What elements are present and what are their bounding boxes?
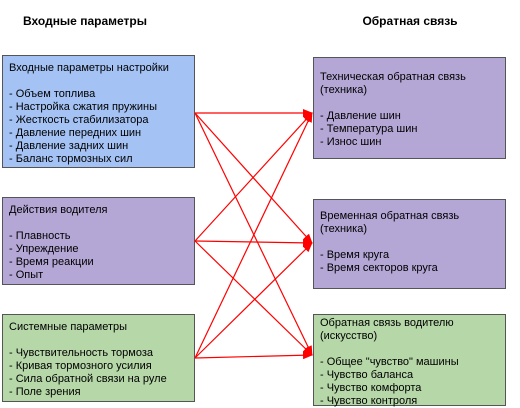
box-title: Системные параметры [9, 321, 128, 333]
time-feedback-box: Временная обратная связь (техника) - Вре… [313, 199, 506, 289]
feedback-header: Обратная связь [362, 14, 458, 28]
arrow-actions-to-driver [194, 240, 313, 356]
inputs-header: Входные параметры [23, 14, 147, 28]
input-settings-box: Входные параметры настройки - Объем топл… [2, 55, 195, 168]
box-title: Входные параметры настройки [9, 62, 169, 74]
box-title: Действия водителя [9, 204, 108, 216]
list-item: - Время реакции [9, 256, 94, 268]
list-item: - Время секторов круга [320, 262, 438, 274]
list-item: - Чувствительность тормоза [9, 347, 153, 359]
driver-feedback-box: Обратная связь водителю (искусство) - Об… [313, 314, 506, 408]
list-item: - Кривая тормозного усилия [9, 360, 152, 372]
list-item: - Чувство контроля [320, 395, 418, 407]
list-item: - Жесткость стабилизатора [9, 114, 149, 126]
list-item: - Температура шин [320, 123, 418, 135]
box-list: - Общее "чувство" машины - Чувство балан… [320, 356, 499, 408]
arrow-system-to-technical [194, 112, 313, 359]
system-params-box: Системные параметры - Чувствительность т… [2, 314, 195, 402]
list-item: - Сила обратной связи на руле [9, 373, 167, 385]
box-title: Временная обратная связь (техника) [320, 210, 460, 235]
list-item: - Объем топлива [9, 88, 96, 100]
list-item: - Упреждение [9, 243, 79, 255]
list-item: - Чувство баланса [320, 369, 414, 381]
box-title: Обратная связь водителю (искусство) [320, 317, 454, 342]
list-item: - Настройка сжатия пружины [9, 101, 158, 113]
arrow-system-to-time [194, 242, 313, 359]
arrow-settings-to-driver [194, 112, 313, 356]
list-item: - Баланс тормозных сил [9, 153, 133, 165]
list-item: - Опыт [9, 269, 44, 281]
technical-feedback-box: Техническая обратная связь (техника) - Д… [313, 57, 506, 159]
list-item: - Чувство комфорта [320, 382, 422, 394]
box-title: Техническая обратная связь (техника) [320, 71, 466, 96]
list-item: - Давление задних шин [9, 140, 129, 152]
list-item: - Плавность [9, 230, 71, 242]
box-list: - Время круга - Время секторов круга [320, 249, 499, 275]
box-list: - Чувствительность тормоза - Кривая торм… [9, 347, 188, 399]
list-item: - Поле зрения [9, 386, 81, 398]
list-item: - Износ шин [320, 136, 382, 148]
driver-actions-box: Действия водителя - Плавность - Упрежден… [2, 197, 195, 285]
box-list: - Плавность - Упреждение - Время реакции… [9, 230, 188, 282]
arrow-actions-to-technical [194, 112, 313, 242]
box-list: - Объем топлива - Настройка сжатия пружи… [9, 88, 188, 166]
arrow-system-to-driver [194, 351, 313, 360]
arrow-actions-to-time [194, 238, 313, 247]
list-item: - Давление передних шин [9, 127, 142, 139]
arrow-settings-to-time [194, 112, 313, 244]
list-item: - Давление шин [320, 110, 401, 122]
list-item: - Время круга [320, 249, 390, 261]
list-item: - Общее "чувство" машины [320, 356, 459, 368]
box-list: - Давление шин - Температура шин - Износ… [320, 110, 499, 149]
